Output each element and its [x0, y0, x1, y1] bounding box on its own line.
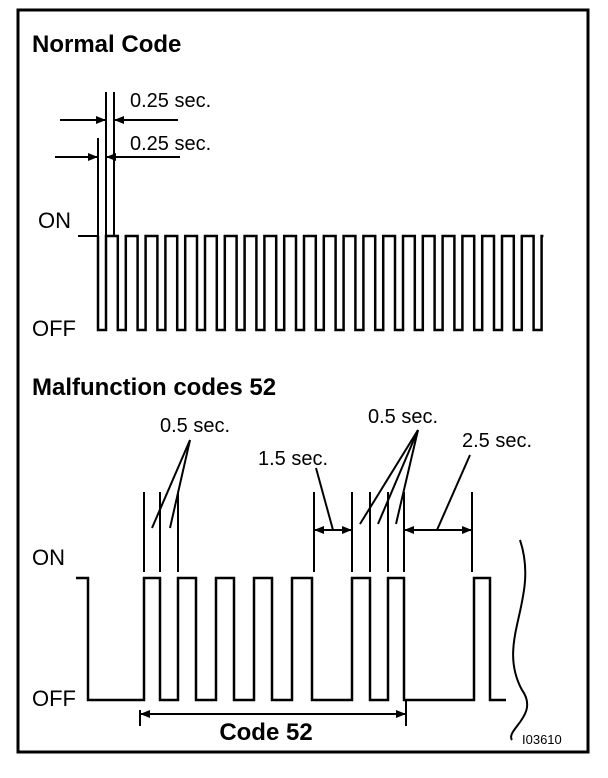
normal-on-label: ON	[38, 208, 71, 233]
short-interval-2-leader-1	[359, 429, 419, 525]
short-interval-leader-2	[169, 439, 191, 529]
group-pause-label: 1.5 sec.	[258, 448, 328, 470]
waveform-break-line	[510, 539, 529, 741]
short-interval-2-label: 0.5 sec.	[368, 406, 438, 428]
figure-border	[16, 8, 590, 754]
repeat-pause-label: 2.5 sec.	[462, 430, 532, 452]
figure-id: I03610	[522, 732, 562, 747]
normal-interval-bottom-label: 0.25 sec.	[130, 133, 211, 155]
short-interval-leader-1	[151, 439, 191, 529]
malfunction-on-label: ON	[32, 545, 65, 570]
short-interval-2-leader-2	[377, 429, 419, 525]
repeat-pause-leader	[436, 454, 471, 531]
malfunction-code-title: Malfunction codes 52	[32, 374, 276, 401]
malfunction-off-label: OFF	[32, 686, 76, 711]
normal-interval-top-label: 0.25 sec.	[130, 90, 211, 112]
normal-code-waveform	[96, 234, 544, 332]
code-52-label: Code 52	[219, 719, 312, 746]
normal-off-label: OFF	[32, 316, 76, 341]
normal-code-title: Normal Code	[32, 31, 181, 58]
short-interval-label: 0.5 sec.	[160, 415, 230, 437]
short-interval-2-leader-3	[395, 429, 419, 525]
malfunction-code-waveform	[76, 576, 506, 702]
group-pause-leader	[315, 467, 334, 531]
